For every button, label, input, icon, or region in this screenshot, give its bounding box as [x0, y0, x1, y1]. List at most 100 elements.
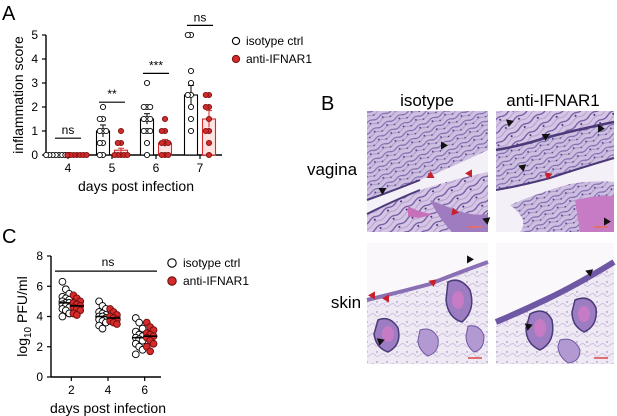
histo-col-isotype: isotype — [400, 91, 454, 110]
y-tick-label: 1 — [31, 124, 38, 138]
data-point — [202, 127, 209, 135]
data-point — [96, 127, 103, 135]
data-point — [111, 151, 118, 159]
data-point — [143, 139, 151, 147]
data-point — [98, 324, 107, 333]
data-point — [99, 103, 107, 111]
data-point — [140, 103, 147, 111]
y-tick-label: 6 — [36, 279, 43, 293]
data-point — [158, 139, 165, 147]
significance-label: ** — [107, 87, 117, 101]
x-tick-label: 4 — [65, 161, 72, 175]
data-point — [143, 79, 151, 87]
data-point — [43, 151, 50, 159]
y-tick-label: 3 — [31, 76, 38, 90]
data-point — [205, 115, 213, 123]
histo-row-skin: skin — [331, 293, 361, 312]
x-tick-label: 5 — [109, 161, 116, 175]
panel-b: B isotype anti-IFNAR1 vagina skin — [307, 91, 616, 364]
y-tick-label: 0 — [36, 370, 43, 384]
data-point — [202, 91, 209, 99]
y-tick-label: 2 — [31, 100, 38, 114]
y-axis-label: inflammation score — [10, 36, 26, 154]
data-point — [205, 151, 213, 159]
data-point — [146, 347, 155, 356]
significance-label: *** — [149, 58, 163, 72]
data-point — [96, 139, 103, 147]
legend-label: anti-IFNAR1 — [183, 274, 249, 288]
bar — [139, 118, 155, 156]
panel-c-letter: C — [2, 226, 16, 248]
histology-vagina-ifnar — [495, 111, 615, 232]
data-point — [187, 67, 195, 75]
data-point — [143, 151, 151, 159]
legend-label: isotype ctrl — [183, 256, 240, 270]
data-point — [187, 103, 195, 111]
data-point — [131, 350, 140, 359]
data-point — [205, 139, 213, 147]
y-tick-label: 4 — [36, 310, 43, 324]
legend-label: anti-IFNAR1 — [246, 52, 312, 66]
data-point — [114, 139, 121, 147]
y-tick-label: 8 — [36, 249, 43, 263]
x-axis-label: days post infection — [78, 178, 194, 194]
data-point — [117, 127, 125, 135]
data-point — [58, 277, 67, 286]
data-point — [184, 31, 191, 39]
data-point — [96, 151, 103, 159]
legend-marker — [231, 54, 241, 64]
data-point — [165, 139, 172, 147]
data-point — [64, 151, 71, 159]
data-point — [124, 151, 131, 159]
data-point — [187, 115, 195, 123]
data-point — [165, 151, 172, 159]
data-point — [187, 127, 195, 135]
data-point — [202, 103, 209, 111]
data-point — [158, 151, 165, 159]
data-point — [72, 311, 81, 319]
x-axis-label: days post infection — [50, 400, 166, 416]
y-tick-label: 0 — [31, 148, 38, 162]
data-point — [184, 91, 191, 99]
data-point — [140, 127, 147, 135]
histology-skin-ifnar — [494, 243, 616, 364]
y-axis-label: log10 PFU/ml — [14, 276, 34, 356]
legend-marker — [167, 258, 177, 268]
data-point — [187, 79, 195, 87]
panel-b-letter: B — [321, 93, 334, 115]
data-point — [58, 312, 67, 321]
y-axis-label-suffix: PFU/ml — [14, 276, 30, 327]
histo-row-vagina: vagina — [307, 160, 358, 179]
significance-label: ns — [62, 123, 75, 137]
histo-col-ifnar: anti-IFNAR1 — [506, 91, 600, 110]
data-point — [149, 339, 158, 348]
legend-marker — [167, 276, 177, 286]
x-tick-label: 7 — [197, 161, 204, 175]
data-point — [147, 103, 154, 111]
histology-skin-isotype — [366, 243, 489, 364]
x-tick-label: 6 — [141, 383, 148, 397]
x-tick-label: 6 — [153, 161, 160, 175]
legend-label: isotype ctrl — [246, 34, 303, 48]
legend-marker — [231, 36, 241, 46]
data-point — [161, 115, 169, 123]
data-point — [140, 115, 147, 123]
data-point — [103, 127, 110, 135]
data-point — [113, 320, 121, 328]
x-tick-label: 2 — [68, 383, 75, 397]
data-point — [96, 115, 103, 123]
y-axis-label-subscript: 10 — [23, 326, 34, 338]
histology-vagina-isotype — [366, 111, 491, 232]
y-tick-label: 4 — [31, 52, 38, 66]
data-point — [147, 127, 154, 135]
x-tick-label: 4 — [105, 383, 112, 397]
data-point — [158, 127, 165, 135]
y-axis-label-prefix: log — [14, 338, 30, 357]
panel-a-letter: A — [2, 3, 16, 25]
data-point — [135, 318, 144, 327]
